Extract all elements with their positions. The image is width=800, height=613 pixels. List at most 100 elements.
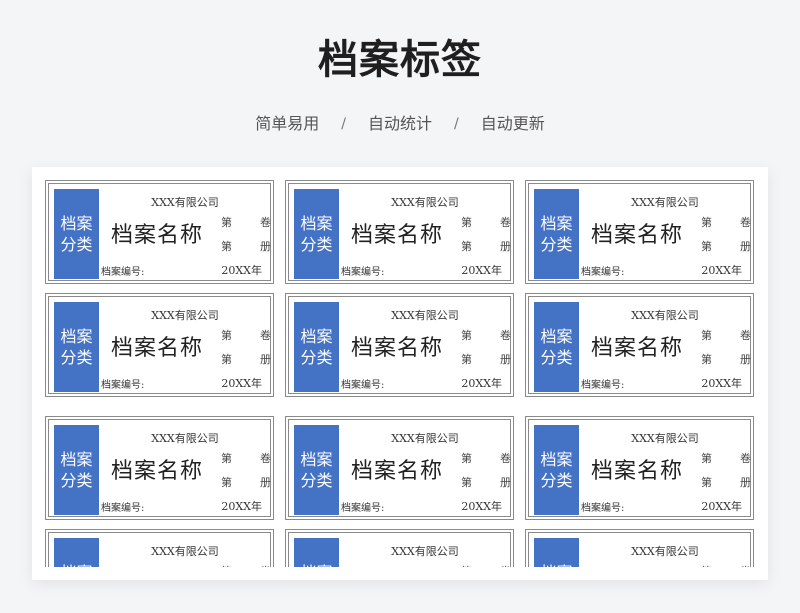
archive-label[interactable]: 档案 分类 XXX有限公司 档案名称 第 卷 第 册 档案编号: 20XX年 bbox=[525, 529, 754, 567]
label-inner-border: 档案 分类 XXX有限公司 档案名称 第 卷 第 册 档案编号: 20XX年 bbox=[288, 419, 511, 517]
archive-code-label: 档案编号: bbox=[101, 267, 145, 278]
archive-label[interactable]: 档案 分类 XXX有限公司 档案名称 第 卷 第 册 档案编号: 20XX年 bbox=[285, 529, 514, 567]
archive-label[interactable]: 档案 分类 XXX有限公司 档案名称 第 卷 第 册 档案编号: 20XX年 bbox=[45, 180, 274, 284]
label-inner-border: 档案 分类 XXX有限公司 档案名称 第 卷 第 册 档案编号: 20XX年 bbox=[528, 532, 751, 567]
volume-suffix: 卷 bbox=[740, 452, 751, 465]
label-inner-border: 档案 分类 XXX有限公司 档案名称 第 卷 第 册 档案编号: 20XX年 bbox=[528, 419, 751, 517]
category-text: 分类 bbox=[300, 235, 333, 254]
label-inner-border: 档案 分类 XXX有限公司 档案名称 第 卷 第 册 档案编号: 20XX年 bbox=[528, 183, 751, 281]
archive-label[interactable]: 档案 分类 XXX有限公司 档案名称 第 卷 第 册 档案编号: 20XX年 bbox=[525, 416, 754, 520]
volume-info: 第 卷 第 册 bbox=[221, 327, 271, 375]
volume-prefix: 第 bbox=[701, 216, 712, 229]
archive-label[interactable]: 档案 分类 XXX有限公司 档案名称 第 卷 第 册 档案编号: 20XX年 bbox=[45, 293, 274, 397]
archive-name: 档案名称 bbox=[591, 223, 684, 248]
archive-code-label: 档案编号: bbox=[341, 380, 385, 391]
volume-prefix: 第 bbox=[461, 216, 472, 229]
archive-code-label: 档案编号: bbox=[581, 380, 625, 391]
category-text: 档案 bbox=[540, 450, 573, 469]
page-title: 档案标签 bbox=[318, 37, 482, 83]
volume-info: 第 卷 第 册 bbox=[461, 327, 511, 375]
category-text: 档案 bbox=[540, 327, 573, 346]
book-prefix: 第 bbox=[461, 353, 472, 366]
company-name: XXX有限公司 bbox=[151, 196, 219, 209]
archive-label[interactable]: 档案 分类 XXX有限公司 档案名称 第 卷 第 册 档案编号: 20XX年 bbox=[285, 293, 514, 397]
volume-info: 第 卷 第 册 bbox=[461, 214, 511, 262]
book-prefix: 第 bbox=[221, 240, 232, 253]
archive-name: 档案名称 bbox=[351, 566, 443, 567]
book-suffix: 册 bbox=[740, 476, 751, 489]
company-name: XXX有限公司 bbox=[151, 432, 219, 445]
archive-name: 档案名称 bbox=[351, 223, 444, 248]
company-name: XXX有限公司 bbox=[151, 309, 219, 322]
category-text: 档案 bbox=[300, 562, 332, 567]
archive-label[interactable]: 档案 分类 XXX有限公司 档案名称 第 卷 第 册 档案编号: 20XX年 bbox=[45, 416, 274, 520]
volume-prefix: 第 bbox=[701, 563, 712, 567]
book-prefix: 第 bbox=[221, 353, 232, 366]
volume-suffix: 卷 bbox=[500, 452, 511, 465]
archive-label[interactable]: 档案 分类 XXX有限公司 档案名称 第 卷 第 册 档案编号: 20XX年 bbox=[525, 293, 754, 397]
volume-suffix: 卷 bbox=[740, 563, 751, 567]
category-box: 档案 分类 bbox=[294, 189, 339, 279]
archive-label[interactable]: 档案 分类 XXX有限公司 档案名称 第 卷 第 册 档案编号: 20XX年 bbox=[285, 180, 514, 284]
archive-label[interactable]: 档案 分类 XXX有限公司 档案名称 第 卷 第 册 档案编号: 20XX年 bbox=[525, 180, 754, 284]
archive-year: 20XX年 bbox=[221, 377, 262, 390]
volume-suffix: 卷 bbox=[740, 216, 751, 229]
archive-code-label: 档案编号: bbox=[341, 267, 385, 278]
archive-year: 20XX年 bbox=[701, 500, 742, 513]
category-text: 分类 bbox=[300, 348, 333, 367]
archive-label[interactable]: 档案 分类 XXX有限公司 档案名称 第 卷 第 册 档案编号: 20XX年 bbox=[285, 416, 514, 520]
category-box: 档案 分类 bbox=[294, 425, 339, 515]
category-text: 分类 bbox=[300, 471, 333, 490]
volume-prefix: 第 bbox=[221, 452, 232, 465]
archive-name: 档案名称 bbox=[111, 336, 204, 361]
category-text: 档案 bbox=[540, 562, 572, 567]
book-suffix: 册 bbox=[500, 476, 511, 489]
archive-name: 档案名称 bbox=[591, 336, 684, 361]
volume-suffix: 卷 bbox=[260, 216, 271, 229]
archive-code-label: 档案编号: bbox=[581, 267, 625, 278]
volume-info: 第 卷 第 册 bbox=[221, 450, 271, 498]
category-box: 档案 分类 bbox=[54, 425, 99, 515]
feature-item: 简单易用 bbox=[255, 114, 320, 133]
book-prefix: 第 bbox=[701, 353, 712, 366]
category-text: 分类 bbox=[540, 348, 573, 367]
category-box: 档案 分类 bbox=[534, 189, 579, 279]
category-box: 档案 分类 bbox=[54, 189, 99, 279]
volume-prefix: 第 bbox=[221, 563, 232, 567]
archive-year: 20XX年 bbox=[701, 377, 742, 390]
category-text: 分类 bbox=[60, 348, 93, 367]
label-inner-border: 档案 分类 XXX有限公司 档案名称 第 卷 第 册 档案编号: 20XX年 bbox=[528, 296, 751, 394]
volume-prefix: 第 bbox=[701, 329, 712, 342]
label-inner-border: 档案 分类 XXX有限公司 档案名称 第 卷 第 册 档案编号: 20XX年 bbox=[48, 183, 271, 281]
category-box: 档案 分类 bbox=[534, 302, 579, 392]
book-suffix: 册 bbox=[260, 476, 271, 489]
volume-info: 第 卷 第 册 bbox=[701, 327, 751, 375]
archive-name: 档案名称 bbox=[111, 566, 203, 567]
volume-info: 第 卷 第 册 bbox=[221, 214, 271, 262]
label-grid: 档案 分类 XXX有限公司 档案名称 第 卷 第 册 档案编号: 20XX年 档… bbox=[32, 167, 768, 567]
archive-year: 20XX年 bbox=[461, 264, 502, 277]
volume-suffix: 卷 bbox=[260, 329, 271, 342]
book-suffix: 册 bbox=[500, 240, 511, 253]
volume-prefix: 第 bbox=[461, 452, 472, 465]
category-text: 档案 bbox=[60, 562, 92, 567]
category-text: 分类 bbox=[540, 471, 573, 490]
label-inner-border: 档案 分类 XXX有限公司 档案名称 第 卷 第 册 档案编号: 20XX年 bbox=[288, 296, 511, 394]
category-box: 档案 分类 bbox=[294, 302, 339, 392]
feature-item: 自动统计 bbox=[367, 114, 432, 133]
company-name: XXX有限公司 bbox=[631, 432, 699, 445]
archive-label[interactable]: 档案 分类 XXX有限公司 档案名称 第 卷 第 册 档案编号: 20XX年 bbox=[45, 529, 274, 567]
book-prefix: 第 bbox=[461, 240, 472, 253]
company-name: XXX有限公司 bbox=[391, 432, 459, 445]
volume-suffix: 卷 bbox=[260, 452, 271, 465]
volume-info: 第 卷 第 册 bbox=[701, 214, 751, 262]
company-name: XXX有限公司 bbox=[151, 545, 219, 558]
archive-code-label: 档案编号: bbox=[101, 503, 145, 514]
volume-suffix: 卷 bbox=[500, 216, 511, 229]
archive-name: 档案名称 bbox=[111, 223, 204, 248]
archive-code-label: 档案编号: bbox=[101, 380, 145, 391]
archive-year: 20XX年 bbox=[221, 500, 262, 513]
label-inner-border: 档案 分类 XXX有限公司 档案名称 第 卷 第 册 档案编号: 20XX年 bbox=[48, 419, 271, 517]
category-box: 档案 分类 bbox=[54, 302, 99, 392]
volume-info: 第 卷 第 册 bbox=[701, 450, 751, 498]
